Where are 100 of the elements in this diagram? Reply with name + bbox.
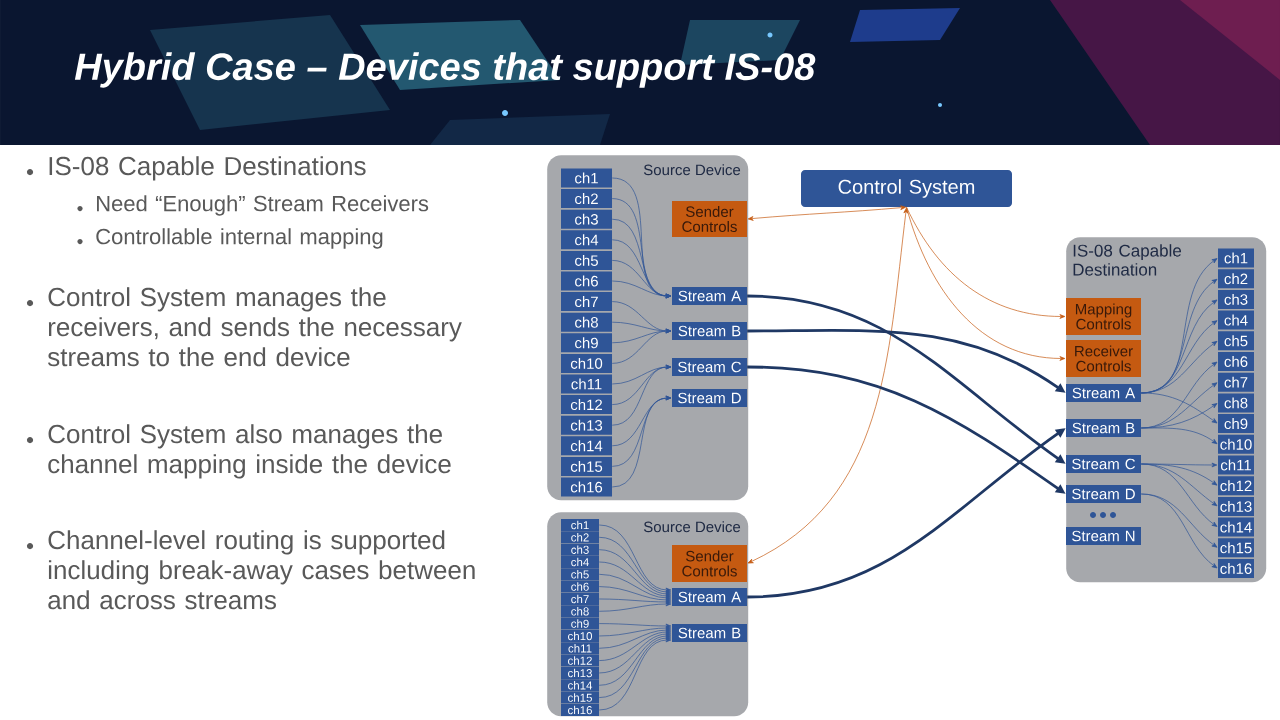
node-label: ch3 xyxy=(571,545,589,554)
channel-box: ch9 xyxy=(1218,414,1254,434)
arrow xyxy=(598,524,672,593)
channel-box: ch8 xyxy=(561,605,599,618)
node-label: ch11 xyxy=(571,378,602,390)
node-label: ch16 xyxy=(568,705,592,715)
bullet-text: Control System manages the receivers, and sends the necessary streams to the end device xyxy=(47,287,462,367)
channel-box: ch5 xyxy=(1218,331,1254,351)
channel-box: ch12 xyxy=(1218,476,1254,496)
channel-box: ch1 xyxy=(1218,248,1254,268)
channel-box: ch2 xyxy=(561,189,612,209)
node-label: ch4 xyxy=(571,557,589,567)
arrow xyxy=(598,573,672,601)
node-label: ch6 xyxy=(575,275,598,287)
node-label: ch9 xyxy=(1224,418,1248,430)
arrow xyxy=(1140,493,1218,569)
node-label: ch8 xyxy=(571,607,589,616)
arrow xyxy=(598,601,672,612)
node-label: ch8 xyxy=(575,316,598,328)
node-label: ch7 xyxy=(575,296,598,308)
node-label: ch5 xyxy=(1224,335,1248,347)
arrow xyxy=(906,206,1066,361)
control-box: Sender Controls xyxy=(672,201,747,237)
node-label: ch5 xyxy=(575,254,598,266)
channel-box: ch11 xyxy=(561,374,612,394)
node-label: ch2 xyxy=(1224,273,1248,285)
node-label: ch10 xyxy=(568,631,593,641)
channel-box: ch7 xyxy=(561,292,612,312)
arrow xyxy=(598,561,672,599)
channel-box: ch4 xyxy=(561,230,612,250)
arrow xyxy=(1140,392,1218,424)
arrow xyxy=(598,623,672,629)
node-label: ch6 xyxy=(1224,355,1248,367)
node-label: ch10 xyxy=(570,357,603,369)
node-label: ch4 xyxy=(1224,314,1248,326)
bullet-text: Need “Enough” Stream Receivers xyxy=(97,195,429,216)
node-label: ch4 xyxy=(575,234,599,246)
control-system-box: Control System xyxy=(801,170,1012,207)
node-label: ch16 xyxy=(1220,562,1252,574)
node-label: ch12 xyxy=(568,656,592,665)
node-label: ch11 xyxy=(568,644,592,653)
channel-box: ch12 xyxy=(561,395,612,415)
channel-box: ch16 xyxy=(561,477,612,497)
bullet-text: Channel-level routing is supported including break-away cases between and across streams xyxy=(48,530,475,610)
node-label: ch14 xyxy=(568,681,593,690)
arrow xyxy=(598,635,672,698)
channel-box: ch11 xyxy=(1218,455,1254,475)
arrow xyxy=(598,627,672,649)
node-label: ch1 xyxy=(1224,252,1248,264)
arrow xyxy=(747,205,906,221)
node-label: ch7 xyxy=(1224,376,1248,388)
bullet-text: Controllable internal mapping xyxy=(96,228,383,249)
bullet-text: IS-08 Capable Destinations xyxy=(49,156,366,181)
bullet-text: Control System also manages the channel mapping inside the device xyxy=(48,424,451,479)
channel-box: ch14 xyxy=(561,436,612,456)
node-label: ch13 xyxy=(570,419,603,431)
node-label: ch12 xyxy=(570,399,603,411)
node-label: ch1 xyxy=(571,520,589,530)
arrow xyxy=(1140,427,1218,445)
control-box: Sender Controls xyxy=(672,545,747,582)
arrow xyxy=(598,625,672,637)
node-label: ch6 xyxy=(571,582,589,591)
arrow xyxy=(598,598,672,605)
node-label: ch2 xyxy=(571,533,589,542)
node-label: ch15 xyxy=(570,460,603,472)
node-label: ch15 xyxy=(568,693,592,702)
channel-box: ch15 xyxy=(1218,538,1254,558)
node-label: ch7 xyxy=(571,594,589,604)
arrow xyxy=(598,549,672,597)
channel-box: ch8 xyxy=(1218,393,1254,413)
channel-box: ch14 xyxy=(561,679,599,692)
channel-box: ch5 xyxy=(561,568,599,581)
arrow xyxy=(598,637,672,711)
control-box: Receiver Controls xyxy=(1066,340,1141,377)
node-label: ch1 xyxy=(575,172,598,184)
node-label: ch9 xyxy=(571,619,589,628)
arrow xyxy=(598,631,672,674)
arrow xyxy=(611,280,672,299)
node-label: ch13 xyxy=(568,668,592,678)
slide-title: Hybrid Case – Devices that support IS-08 xyxy=(74,52,816,88)
arrow xyxy=(598,586,672,603)
arrow xyxy=(611,395,672,488)
arrow xyxy=(1140,493,1218,548)
channel-box: ch11 xyxy=(561,642,599,655)
channel-box: ch2 xyxy=(561,531,599,544)
channel-box: ch1 xyxy=(561,168,612,188)
arrow xyxy=(598,536,672,595)
arrow xyxy=(598,633,672,686)
node-label: ch3 xyxy=(575,213,598,225)
arrow xyxy=(1140,463,1218,507)
node-label: ch5 xyxy=(571,570,589,579)
node-label: ch2 xyxy=(575,193,598,205)
channel-box: ch9 xyxy=(561,333,612,353)
arrow xyxy=(611,328,672,364)
arrow xyxy=(747,207,909,564)
node-label: ch16 xyxy=(570,481,603,493)
node-label: ch3 xyxy=(1224,293,1248,305)
node-label: ch14 xyxy=(570,440,603,452)
node-label: ch8 xyxy=(1224,397,1248,409)
node-label: ch9 xyxy=(575,337,598,349)
